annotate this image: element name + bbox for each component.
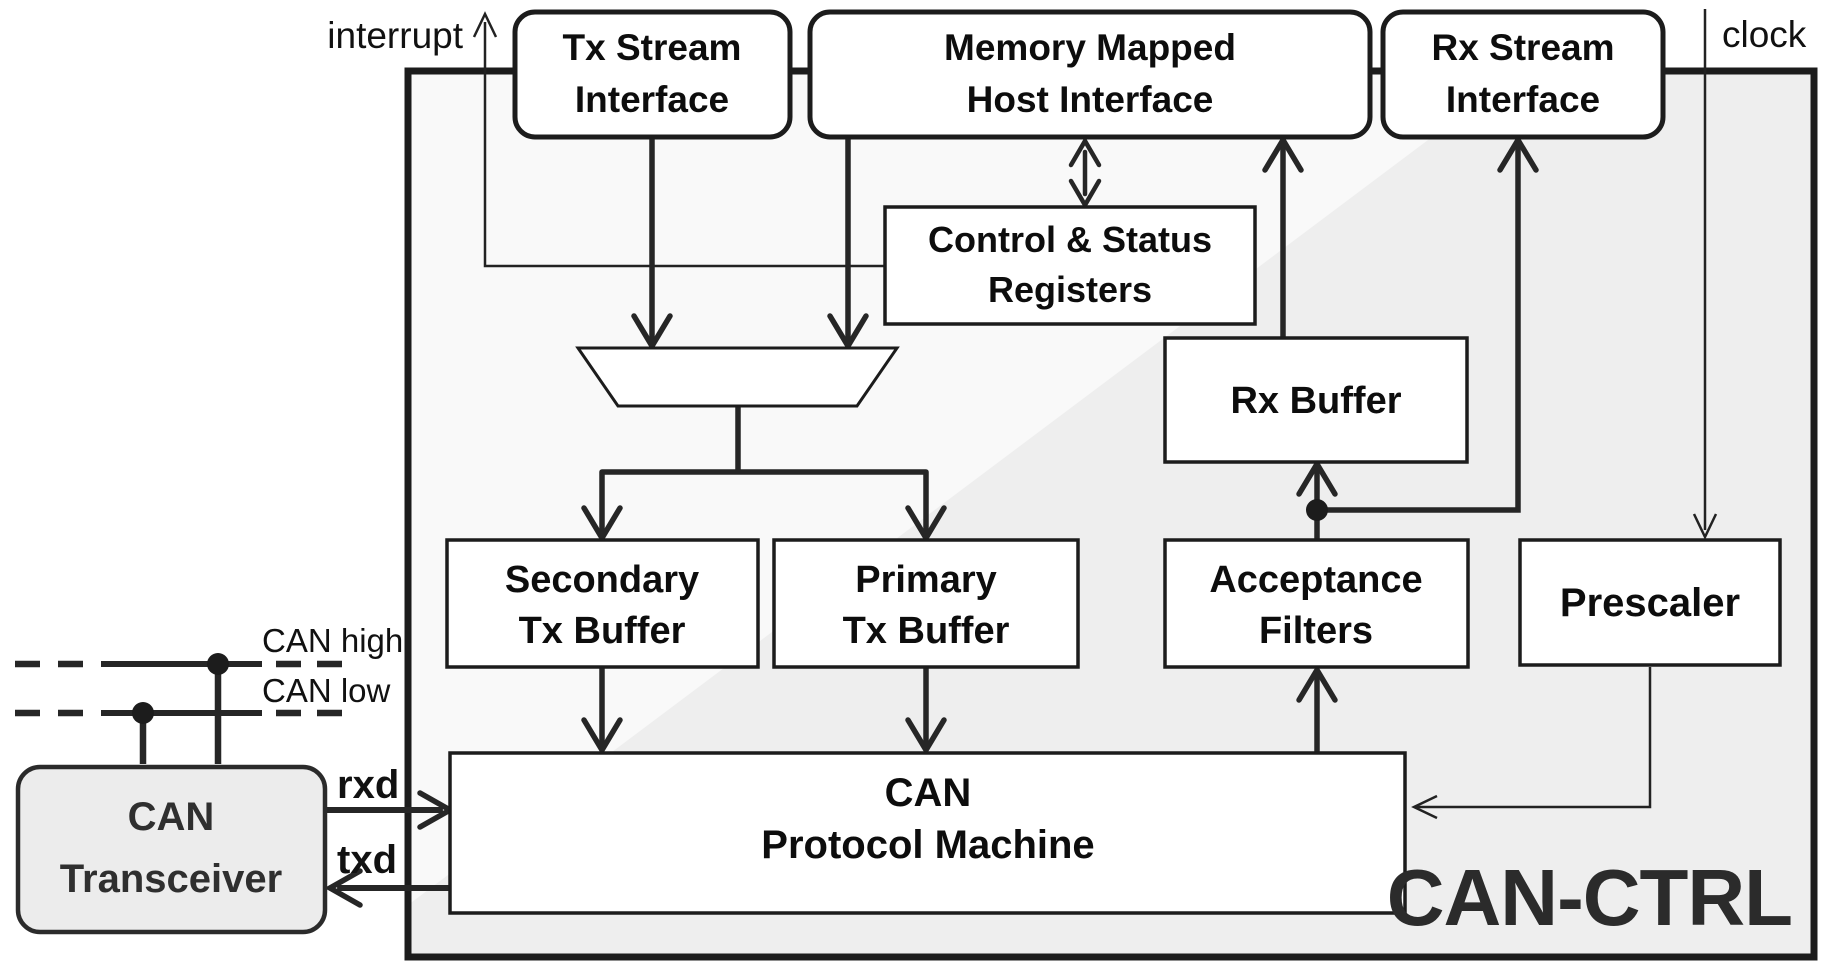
- rx-stream-arrowhead-icon: [1497, 134, 1539, 173]
- interrupt-arrowhead-icon: [472, 11, 498, 38]
- can-low-label: CAN low: [262, 672, 391, 709]
- primary-tx-arrowhead-icon: [905, 505, 947, 544]
- block-primary-tx-buffer: Primary Tx Buffer: [772, 538, 1080, 669]
- secondary-tx-arrowhead-icon: [581, 505, 623, 544]
- junction-dot-rx-path: [1306, 499, 1328, 521]
- csr-label-line1: Control & Status: [928, 219, 1212, 260]
- rx-buffer-box: [1163, 336, 1469, 464]
- memory-mapped-label-line2: Host Interface: [967, 79, 1214, 120]
- mux-left-arrowhead-icon: [631, 313, 673, 352]
- secondary-tx-buffer-label-line2: Tx Buffer: [519, 610, 686, 652]
- primary-tx-buffer-label-line2: Tx Buffer: [843, 610, 1010, 652]
- rx-stream-label-line1: Rx Stream: [1431, 27, 1614, 68]
- junction-dot-can-high: [207, 653, 229, 675]
- tx-stream-box: [512, 9, 793, 140]
- protocol-machine-label-line1: CAN: [885, 771, 972, 815]
- thin-wires: [472, 9, 1718, 820]
- mux: [575, 346, 900, 408]
- block-control-status-registers: Control & Status Registers: [883, 205, 1257, 326]
- txd-arrowhead-icon: [324, 868, 363, 908]
- secondary-cpm-arrowhead-icon: [581, 717, 623, 756]
- rx-buffer-label: Rx Buffer: [1230, 380, 1401, 422]
- interrupt-label: interrupt: [327, 15, 463, 56]
- rxd-label: rxd: [337, 763, 399, 807]
- wire-csr-to-interrupt: [483, 22, 885, 268]
- prescaler-box: [1518, 538, 1782, 667]
- block-memory-mapped-host-interface: Memory Mapped Host Interface: [807, 9, 1373, 140]
- junction-dot-can-low: [132, 702, 154, 724]
- acceptance-filters-label-line2: Filters: [1259, 610, 1373, 652]
- csr-label-line2: Registers: [988, 269, 1152, 310]
- rx-stream-label-line2: Interface: [1446, 79, 1600, 120]
- block-can-protocol-machine: CAN Protocol Machine: [448, 751, 1407, 915]
- block-prescaler: Prescaler: [1518, 538, 1782, 667]
- wire-mux-to-tx-buffers: [599, 403, 929, 533]
- can-ctrl-title: CAN-CTRL: [1387, 853, 1792, 942]
- prescaler-label: Prescaler: [1560, 581, 1740, 625]
- block-rx-stream-interface: Rx Stream Interface: [1380, 9, 1666, 140]
- csr-up-arrowhead-icon: [1068, 136, 1102, 168]
- protocol-machine-box: [448, 751, 1407, 915]
- primary-tx-buffer-label-line1: Primary: [855, 559, 997, 601]
- transceiver-label-line2: Transceiver: [60, 857, 282, 901]
- secondary-tx-buffer-label-line1: Secondary: [505, 559, 699, 601]
- transceiver-box: [15, 764, 328, 935]
- block-rx-buffer: Rx Buffer: [1163, 336, 1469, 464]
- block-secondary-tx-buffer: Secondary Tx Buffer: [445, 538, 760, 669]
- block-acceptance-filters: Acceptance Filters: [1163, 538, 1470, 669]
- mux-trapezoid: [575, 346, 900, 408]
- acceptance-filters-box: [1163, 538, 1470, 669]
- block-can-transceiver: CAN Transceiver: [15, 764, 328, 935]
- thick-wires: [322, 134, 1539, 908]
- prescaler-wire-arrowhead-icon: [1411, 794, 1438, 820]
- protocol-machine-label-line2: Protocol Machine: [761, 823, 1094, 867]
- block-tx-stream-interface: Tx Stream Interface: [512, 9, 793, 140]
- memory-mapped-box: [807, 9, 1373, 140]
- txd-label: txd: [337, 838, 397, 882]
- mux-right-arrowhead-icon: [827, 313, 869, 352]
- primary-cpm-arrowhead-icon: [905, 717, 947, 756]
- can-high-label: CAN high: [262, 622, 403, 659]
- tx-stream-label-line2: Interface: [575, 79, 729, 120]
- memory-mapped-label-line1: Memory Mapped: [944, 27, 1236, 68]
- tx-stream-label-line1: Tx Stream: [563, 27, 742, 68]
- acceptance-arrowhead-icon: [1296, 664, 1338, 703]
- secondary-tx-buffer-box: [445, 538, 760, 669]
- rx-buffer-arrowhead-icon: [1296, 458, 1338, 497]
- transceiver-label-line1: CAN: [128, 795, 215, 839]
- can-bus-lines: [15, 660, 354, 764]
- csr-box: [883, 205, 1257, 326]
- clock-arrowhead-icon: [1692, 513, 1718, 540]
- acceptance-filters-label-line1: Acceptance: [1209, 559, 1422, 601]
- primary-tx-buffer-box: [772, 538, 1080, 669]
- clock-label: clock: [1722, 14, 1807, 55]
- rx-stream-box: [1380, 9, 1666, 140]
- csr-down-arrowhead-icon: [1068, 178, 1102, 210]
- wire-junction-to-rx-stream: [1314, 143, 1521, 513]
- wire-prescaler-to-protocol-machine: [1416, 667, 1652, 809]
- memory-arrowhead-icon: [1262, 134, 1304, 173]
